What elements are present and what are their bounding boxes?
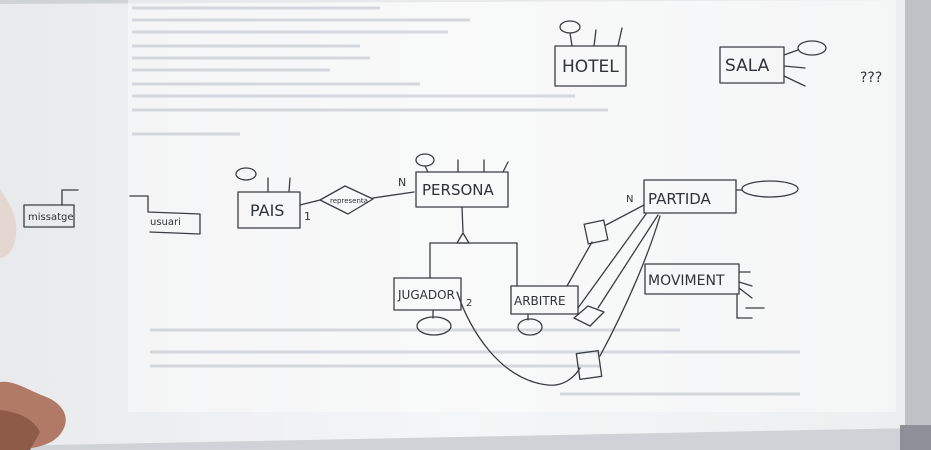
cardinality-partida: N (626, 194, 633, 205)
svg-text:PAIS: PAIS (250, 201, 284, 220)
projected-text-lines (132, 6, 800, 396)
isa-hierarchy (429, 206, 518, 287)
svg-text:ARBITRE: ARBITRE (514, 294, 566, 308)
cardinality-jugador: 2 (466, 298, 472, 309)
entity-hotel: HOTEL (554, 20, 627, 87)
entity-arbitre: ARBITRE (510, 285, 579, 336)
entity-moviment: MOVIMENT (644, 263, 765, 319)
relationship-links (456, 204, 661, 386)
svg-text:PARTIDA: PARTIDA (648, 190, 712, 208)
entity-sala: SALA (719, 40, 827, 87)
svg-text:missatge: missatge (28, 212, 74, 223)
svg-text:HOTEL: HOTEL (562, 57, 619, 77)
svg-text:usuari: usuari (150, 217, 181, 228)
entity-missatge: missatge (23, 189, 79, 228)
entity-partida: PARTIDA (643, 179, 799, 214)
svg-text:representa: representa (330, 197, 368, 205)
presenter-hand (0, 190, 66, 450)
svg-text:PERSONA: PERSONA (422, 181, 494, 199)
svg-text:MOVIMENT: MOVIMENT (648, 273, 725, 289)
svg-text:JUGADOR: JUGADOR (397, 288, 455, 302)
cardinality-persona: N (398, 176, 406, 189)
question-marks: ??? (860, 70, 882, 86)
relationship-representa: representa (299, 185, 415, 215)
cardinality-pais: 1 (304, 210, 311, 223)
entity-jugador: JUGADOR (393, 277, 462, 336)
entity-pais: PAIS (235, 167, 301, 229)
svg-text:SALA: SALA (725, 56, 770, 76)
entity-persona: PERSONA (415, 153, 509, 208)
entity-usuari: usuari (129, 195, 201, 235)
projected-document (128, 0, 896, 412)
